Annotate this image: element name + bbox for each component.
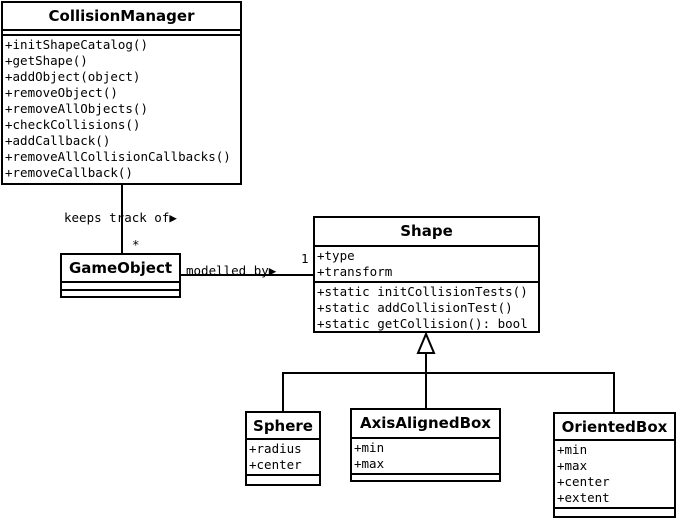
class-name: OrientedBox (561, 418, 668, 436)
attribute: +min (354, 440, 385, 455)
attribute: +min (557, 442, 588, 457)
class-sphere[interactable]: Sphere +radius +center (245, 411, 321, 486)
operation: +addObject(object) (5, 69, 141, 84)
class-shape[interactable]: Shape +type +transform +static initColli… (313, 216, 540, 333)
association-modelled-by-label: modelled by▶ (186, 263, 277, 278)
attributes-section: +radius +center (247, 438, 319, 474)
class-name: AxisAlignedBox (360, 414, 491, 432)
attributes-section: +min +max (352, 437, 499, 473)
class-axis-aligned-box[interactable]: AxisAlignedBox +min +max (350, 408, 501, 482)
generalization-branch-line (282, 372, 615, 413)
association-keeps-track-label: keeps track of▶ (64, 210, 177, 225)
operation: +static getCollision(): bool (317, 316, 528, 331)
operations-section (352, 473, 499, 481)
multiplicity-one-label: 1 (301, 251, 309, 266)
attribute: +radius (249, 441, 302, 456)
operation: +getShape() (5, 53, 88, 68)
class-name: GameObject (68, 259, 173, 277)
operations-section (555, 507, 674, 515)
operations-section: +initShapeCatalog() +getShape() +addObje… (3, 34, 240, 182)
attribute: +max (354, 456, 385, 471)
attribute: +extent (557, 490, 610, 505)
attributes-section (3, 29, 240, 34)
operation: +removeAllObjects() (5, 101, 148, 116)
attribute: +transform (317, 264, 393, 279)
class-name: CollisionManager (48, 7, 195, 25)
operation: +removeCallback() (5, 165, 133, 180)
generalization-arrowhead (416, 331, 436, 354)
operation: +removeObject() (5, 85, 118, 100)
operation: +checkCollisions() (5, 117, 141, 132)
operation: +initShapeCatalog() (5, 37, 148, 52)
operations-section (247, 474, 319, 482)
class-oriented-box[interactable]: OrientedBox +min +max +center +extent (553, 412, 676, 518)
attribute: +center (249, 457, 302, 472)
attributes-section (62, 281, 179, 289)
attribute: +center (557, 474, 610, 489)
attributes-section: +type +transform (315, 245, 538, 281)
class-name: Sphere (253, 417, 313, 435)
operations-section (62, 289, 179, 297)
class-name: Shape (400, 222, 453, 240)
attribute: +max (557, 458, 588, 473)
attribute: +type (317, 248, 355, 263)
multiplicity-many-label: * (132, 237, 140, 252)
class-game-object[interactable]: GameObject (60, 253, 181, 298)
operation: +addCallback() (5, 133, 111, 148)
class-collision-manager[interactable]: CollisionManager +initShapeCatalog() +ge… (1, 1, 242, 185)
attributes-section: +min +max +center +extent (555, 439, 674, 507)
operation: +static addCollisionTest() (317, 300, 513, 315)
operation: +removeAllCollisionCallbacks() (5, 149, 231, 164)
operations-section: +static initCollisionTests() +static add… (315, 281, 538, 333)
operation: +static initCollisionTests() (317, 284, 528, 299)
